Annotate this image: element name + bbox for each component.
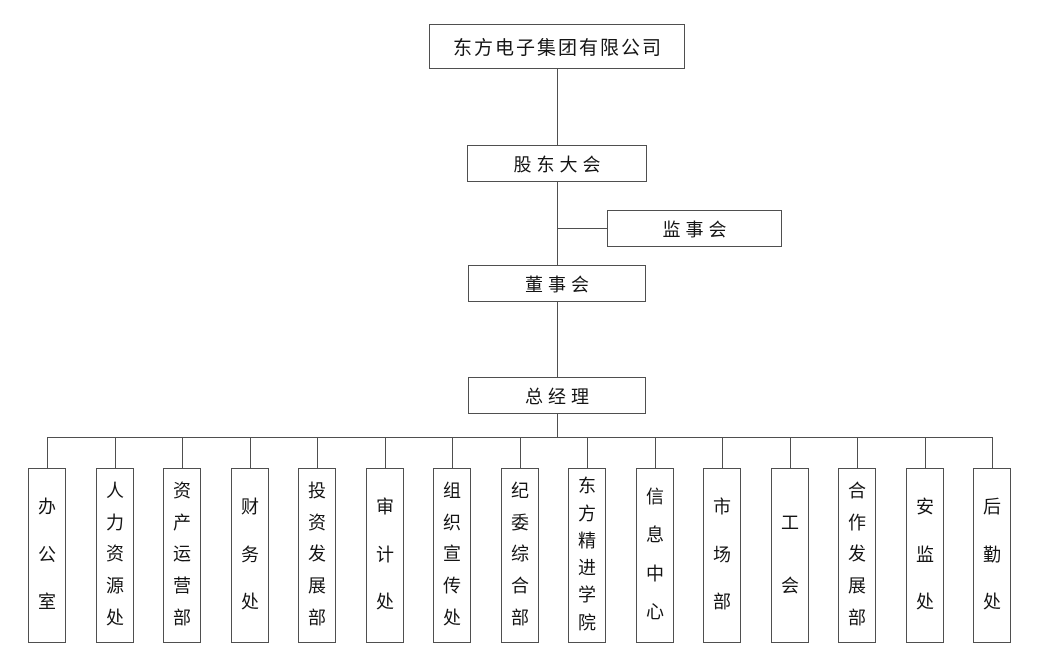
department-label: 工会 xyxy=(781,512,799,598)
department-box: 信息中心 xyxy=(636,468,674,643)
department-label: 市场部 xyxy=(713,496,731,614)
department-box: 后勤处 xyxy=(973,468,1011,643)
connector-drop xyxy=(452,437,453,468)
department-label: 审计处 xyxy=(376,496,394,614)
department-box: 市场部 xyxy=(703,468,741,643)
connector-drop xyxy=(587,437,588,468)
department-label: 财务处 xyxy=(241,496,259,614)
org-node-shareholders-meeting-label: 股东大会 xyxy=(513,154,606,176)
connector-drop xyxy=(857,437,858,468)
connector-drop xyxy=(47,437,48,468)
connector-drop xyxy=(722,437,723,468)
connector-root-shareholders xyxy=(557,69,558,145)
connector-drop xyxy=(182,437,183,468)
org-node-root-label: 东方电子集团有限公司 xyxy=(452,37,663,59)
connector-drop xyxy=(250,437,251,468)
org-node-root: 东方电子集团有限公司 xyxy=(429,24,685,69)
connector-drop xyxy=(520,437,521,468)
department-label: 投资发展部 xyxy=(308,480,326,630)
connector-drop xyxy=(385,437,386,468)
connector-drop xyxy=(992,437,993,468)
department-box: 投资发展部 xyxy=(298,468,336,643)
org-node-supervisory-board: 监事会 xyxy=(607,210,782,247)
connector-drop xyxy=(115,437,116,468)
org-node-board-of-directors: 董事会 xyxy=(468,265,646,302)
department-box: 办公室 xyxy=(28,468,66,643)
department-label: 组织宣传处 xyxy=(443,480,461,630)
connector-drop xyxy=(655,437,656,468)
department-label: 合作发展部 xyxy=(848,480,866,630)
department-label: 东方精进学院 xyxy=(578,476,596,634)
department-label: 办公室 xyxy=(38,496,56,614)
org-node-board-of-directors-label: 董事会 xyxy=(525,274,594,296)
connector-shareholders-board xyxy=(557,182,558,265)
connector-board-gm xyxy=(557,302,558,377)
department-box: 财务处 xyxy=(231,468,269,643)
department-label: 纪委综合部 xyxy=(511,480,529,630)
department-label: 资产运营部 xyxy=(173,480,191,630)
department-label: 安监处 xyxy=(916,496,934,614)
org-node-shareholders-meeting: 股东大会 xyxy=(467,145,647,182)
department-box: 工会 xyxy=(771,468,809,643)
department-box: 审计处 xyxy=(366,468,404,643)
department-box: 人力资源处 xyxy=(96,468,134,643)
connector-drop xyxy=(790,437,791,468)
department-box: 组织宣传处 xyxy=(433,468,471,643)
connector-drop xyxy=(925,437,926,468)
org-node-supervisory-board-label: 监事会 xyxy=(662,219,732,241)
department-label: 后勤处 xyxy=(983,496,1001,614)
department-box: 安监处 xyxy=(906,468,944,643)
department-box: 合作发展部 xyxy=(838,468,876,643)
connector-supervisory-branch xyxy=(557,228,607,229)
org-node-general-manager-label: 总经理 xyxy=(525,386,594,408)
connector-gm-bus xyxy=(557,414,558,437)
department-box: 东方精进学院 xyxy=(568,468,606,643)
connector-bus xyxy=(47,437,992,438)
department-box: 纪委综合部 xyxy=(501,468,539,643)
department-label: 人力资源处 xyxy=(106,480,124,630)
org-node-general-manager: 总经理 xyxy=(468,377,646,414)
department-box: 资产运营部 xyxy=(163,468,201,643)
connector-drop xyxy=(317,437,318,468)
department-label: 信息中心 xyxy=(646,487,664,623)
